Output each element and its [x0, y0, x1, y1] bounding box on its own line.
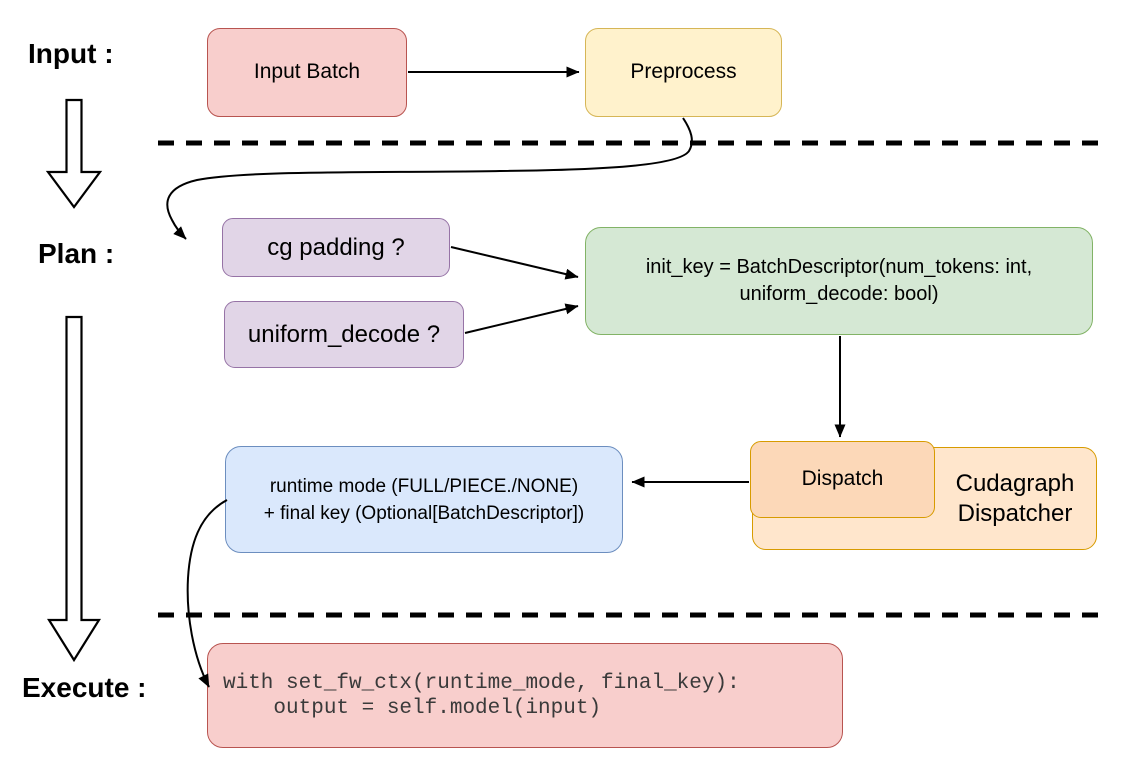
arrow-uniformdecode-to-initkey — [464, 303, 579, 334]
node-cg-padding: cg padding ? — [222, 218, 450, 277]
node-input-batch-label: Input Batch — [253, 60, 361, 84]
stage-label-execute: Execute : — [22, 672, 147, 703]
node-dispatch: Dispatch — [750, 441, 935, 518]
arrow-cgpadding-to-initkey — [450, 246, 579, 280]
node-init-key: init_key = BatchDescriptor(num_tokens: i… — [585, 227, 1093, 335]
node-runtime-mode-line2: + final key (Optional[BatchDescriptor]) — [263, 502, 585, 524]
node-execute-code: with set_fw_ctx(runtime_mode, final_key)… — [207, 643, 843, 748]
cudagraph-line2: Dispatcher — [957, 499, 1073, 527]
cudagraph-line1: Cudagraph — [955, 469, 1075, 497]
node-dispatch-label: Dispatch — [801, 467, 884, 491]
node-preprocess: Preprocess — [585, 28, 782, 117]
node-cg-padding-label: cg padding ? — [267, 233, 405, 261]
node-init-key-line2: uniform_decode: bool) — [739, 283, 939, 305]
node-uniform-decode: uniform_decode ? — [224, 301, 464, 368]
node-cudagraph-dispatcher-label: Cudagraph Dispatcher — [933, 447, 1097, 550]
execute-code-line2: output = self.model(input) — [223, 696, 602, 720]
node-init-key-line1: init_key = BatchDescriptor(num_tokens: i… — [645, 256, 1033, 278]
plan-to-execute-block-arrow — [47, 315, 101, 663]
execute-code-line1: with set_fw_ctx(runtime_mode, final_key)… — [223, 671, 740, 695]
node-uniform-decode-label: uniform_decode ? — [247, 320, 441, 348]
node-runtime-mode-line1: runtime mode (FULL/PIECE./NONE) — [269, 475, 579, 497]
input-to-plan-block-arrow — [45, 98, 103, 209]
node-runtime-mode: runtime mode (FULL/PIECE./NONE) + final … — [225, 446, 623, 553]
node-input-batch: Input Batch — [207, 28, 407, 117]
stage-label-plan: Plan : — [38, 238, 115, 269]
node-preprocess-label: Preprocess — [630, 60, 737, 84]
stage-label-input: Input : — [28, 38, 114, 69]
